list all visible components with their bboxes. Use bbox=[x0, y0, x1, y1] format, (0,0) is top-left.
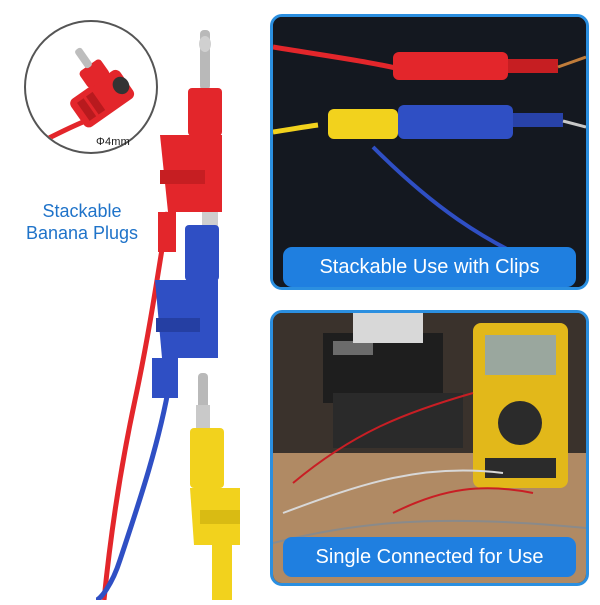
plug-stack-graphic bbox=[95, 30, 240, 603]
callout-line-1: Stackable bbox=[42, 201, 122, 221]
stackable-use-caption: Stackable Use with Clips bbox=[283, 247, 576, 287]
callout-line-2: Banana Plugs bbox=[25, 223, 139, 243]
single-connected-panel: Single Connected for Use bbox=[270, 310, 589, 586]
plug-closeup-graphic bbox=[39, 47, 135, 145]
red-plug bbox=[158, 30, 222, 252]
blue-cable bbox=[95, 379, 173, 603]
banana-plug-illustration: Φ4mm Stackable Banana Plugs bbox=[0, 0, 270, 603]
clips-photo bbox=[273, 17, 586, 287]
stackable-use-panel: Stackable Use with Clips bbox=[270, 14, 589, 290]
stackable-banana-plugs-label: Stackable Banana Plugs bbox=[6, 200, 158, 244]
yellow-plug bbox=[190, 405, 240, 600]
plug-closeup-circle bbox=[24, 20, 158, 154]
diameter-label: Φ4mm bbox=[96, 136, 131, 148]
blue-plug bbox=[152, 225, 219, 413]
red-cable bbox=[101, 211, 171, 601]
single-connected-caption: Single Connected for Use bbox=[283, 537, 576, 577]
